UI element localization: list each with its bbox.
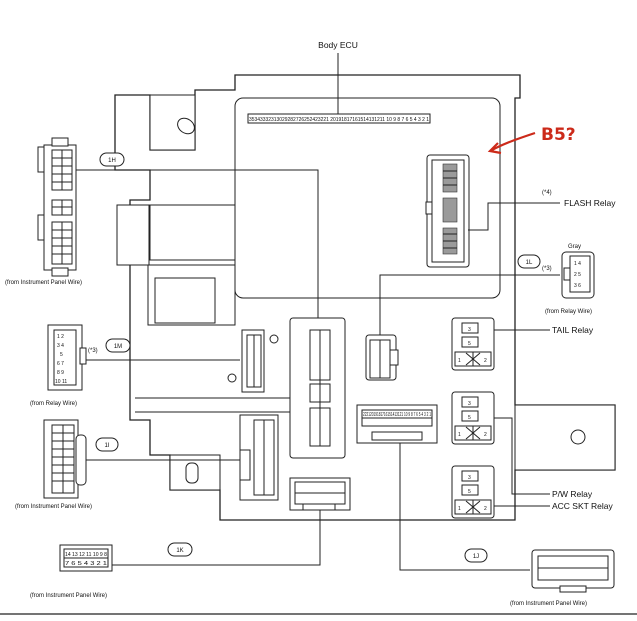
connector-1m-label: 1M <box>114 344 122 350</box>
mount-slot-icon <box>185 462 199 484</box>
connector-1i-socket <box>239 414 279 501</box>
k-pin-row: 14 13 12 11 10 9 8 <box>65 552 107 558</box>
connector-small-left <box>227 329 279 393</box>
m-pin-row: 1 2 <box>57 334 64 340</box>
mount-hole-icon <box>570 429 586 445</box>
ecu-pin-numbers: 35343332313029282726252423221 2019181716… <box>249 117 429 123</box>
from-ipw-1h-label: (from Instrument Panel Wire) <box>5 280 82 286</box>
connector-1j-socket <box>356 404 438 444</box>
center-tall-connector <box>289 317 346 459</box>
k-pin-row: 7 6 5 4 3 2 1 <box>65 561 107 567</box>
junction-block-body <box>114 74 616 521</box>
connector-1k-diagram <box>59 544 113 572</box>
from-ipw-1i-label: (from Instrument Panel Wire) <box>15 504 92 510</box>
m-pin-row: 8 9 <box>57 370 64 376</box>
connector-1i-tag <box>95 437 119 452</box>
connector-1k-tag <box>167 542 193 557</box>
from-ipw-1k-label: (from Instrument Panel Wire) <box>30 593 107 599</box>
flash-relay-socket <box>425 154 470 268</box>
from-relay-wire-left-label: (from Relay Wire) <box>30 401 77 407</box>
gray-pin-row: 1 4 <box>574 261 581 267</box>
connector-1l-socket <box>365 334 399 381</box>
ecu-pin-strip <box>247 113 431 124</box>
m-pin-row: 10 11 <box>55 379 67 385</box>
relay-pin: 1 <box>458 432 461 438</box>
gray-pin-row: 2 5 <box>574 272 581 278</box>
j-pin-numbers: 22212019181716151413121 10 9 8 7 6 5 4 3… <box>363 412 431 418</box>
relay-pin: 2 <box>484 358 487 364</box>
m-pin-row: 5 <box>60 352 63 358</box>
acc-skt-relay-label: ACC SKT Relay <box>552 501 614 511</box>
body-ecu-label: Body ECU <box>318 40 358 50</box>
connector-1m-diagram <box>47 324 87 391</box>
connector-1i-diagram <box>43 419 87 499</box>
tail-relay-socket <box>451 317 495 371</box>
connector-1j-label: 1J <box>473 554 479 560</box>
relay-pin: 5 <box>468 415 471 421</box>
pw-relay-label: P/W Relay <box>552 489 593 499</box>
from-relay-wire-right-label: (from Relay Wire) <box>545 309 592 315</box>
connector-1j-tag <box>464 548 488 563</box>
connector-1l-label: 1L <box>526 260 533 266</box>
m-pin-row: 6 7 <box>57 361 64 367</box>
relay-pin: 3 <box>468 327 471 333</box>
gray-label: Gray <box>568 244 581 250</box>
relay-pin: 5 <box>468 341 471 347</box>
star4-label: (*4) <box>542 190 552 196</box>
connector-1h-diagram <box>37 137 77 277</box>
b5-annotation: B5? <box>541 125 576 145</box>
pw-relay-socket <box>451 391 495 445</box>
connector-1h-tag <box>99 152 125 167</box>
tail-relay-label: TAIL Relay <box>552 325 594 335</box>
gray-connector <box>561 251 595 299</box>
right-mount-tab <box>514 404 616 471</box>
acc-skt-relay-socket <box>451 465 495 519</box>
relay-pin: 1 <box>458 358 461 364</box>
connector-1h-label: 1H <box>108 158 116 164</box>
from-ipw-1j-label: (from Instrument Panel Wire) <box>510 601 587 607</box>
connector-1l-tag <box>517 254 541 269</box>
m-pin-row: 3 4 <box>57 343 64 349</box>
star3-left-label: (*3) <box>88 348 98 354</box>
connector-1k-label: 1K <box>176 548 183 554</box>
relay-pin: 5 <box>468 489 471 495</box>
flash-relay-label: FLASH Relay <box>564 198 616 208</box>
left-socket <box>154 277 216 324</box>
relay-pin: 2 <box>484 432 487 438</box>
connector-1i-label: 1I <box>104 443 109 449</box>
relay-pin: 2 <box>484 506 487 512</box>
mount-hole-icon <box>177 117 195 135</box>
connector-1j-diagram <box>531 549 615 593</box>
left-plate <box>116 204 150 266</box>
left-plate-inner <box>149 204 236 261</box>
connector-1k-socket <box>289 477 351 511</box>
relay-pin: 3 <box>468 475 471 481</box>
star3-right-label: (*3) <box>542 266 552 272</box>
annotation-arrowhead-icon <box>487 142 502 155</box>
annotation-arrow-icon <box>491 131 536 151</box>
relay-pin: 1 <box>458 506 461 512</box>
relay-pin: 3 <box>468 401 471 407</box>
gray-pin-row: 3 6 <box>574 283 581 289</box>
connector-1m-tag <box>105 338 131 353</box>
